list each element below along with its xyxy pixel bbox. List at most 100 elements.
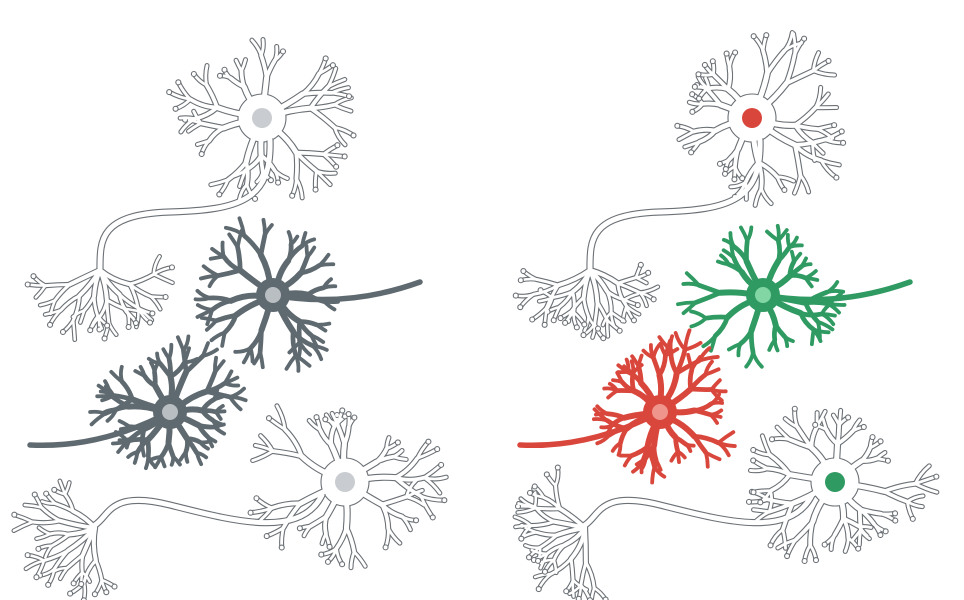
dendrite bbox=[793, 173, 802, 195]
terminal-bouton bbox=[125, 323, 132, 331]
dendrite bbox=[200, 347, 219, 358]
terminal-bouton bbox=[46, 321, 54, 328]
dendrite bbox=[183, 353, 206, 375]
terminal-bouton bbox=[45, 581, 52, 588]
terminal-bouton bbox=[70, 580, 77, 587]
dendrite bbox=[616, 281, 642, 295]
dendrite bbox=[53, 566, 69, 573]
long-process bbox=[760, 279, 913, 303]
dendrite bbox=[204, 389, 233, 400]
terminal-bouton bbox=[313, 414, 320, 421]
terminal-bouton bbox=[278, 544, 285, 551]
terminal-bouton bbox=[616, 327, 623, 334]
dendrite bbox=[793, 105, 818, 128]
dendrite bbox=[691, 127, 718, 134]
dendrite bbox=[689, 309, 708, 321]
dendrite bbox=[300, 237, 317, 248]
dendrite bbox=[374, 454, 395, 464]
dendrite bbox=[63, 481, 71, 496]
dendrite bbox=[605, 411, 627, 421]
dendrite bbox=[204, 83, 220, 110]
terminal-bouton bbox=[831, 122, 838, 129]
dendrite bbox=[128, 272, 156, 286]
dendrite bbox=[380, 502, 391, 531]
long-process bbox=[270, 279, 423, 303]
terminal-bouton bbox=[296, 525, 303, 532]
dendrite bbox=[513, 515, 533, 527]
terminal-bouton bbox=[757, 499, 764, 506]
dendrite bbox=[59, 294, 81, 312]
terminal-bouton bbox=[689, 108, 696, 115]
terminal-bouton bbox=[24, 281, 31, 288]
dendrite bbox=[97, 298, 109, 319]
nucleus bbox=[265, 287, 281, 303]
dendrite bbox=[809, 424, 819, 450]
terminal-bouton bbox=[51, 486, 58, 493]
terminal-bouton bbox=[518, 535, 525, 542]
dendrite bbox=[719, 253, 731, 267]
terminal-bouton bbox=[688, 149, 695, 156]
dendrite bbox=[393, 475, 423, 499]
dendrite bbox=[270, 449, 304, 459]
dendrite bbox=[317, 262, 336, 268]
dendrite bbox=[726, 65, 733, 92]
terminal-bouton bbox=[253, 495, 260, 502]
dendrite bbox=[37, 526, 52, 536]
dendrite bbox=[300, 90, 334, 96]
dendrite bbox=[320, 532, 328, 545]
dendrite bbox=[524, 544, 542, 549]
dendrite bbox=[571, 290, 576, 314]
dendrite bbox=[832, 516, 846, 537]
dendrite bbox=[94, 558, 104, 582]
glial-cells-layer bbox=[27, 216, 913, 485]
terminal-bouton bbox=[767, 542, 774, 549]
dendrite bbox=[80, 553, 85, 575]
nucleus bbox=[162, 404, 178, 420]
dendrite bbox=[684, 271, 701, 288]
dendrite bbox=[183, 436, 190, 455]
terminal-bouton bbox=[882, 528, 889, 535]
dendrite bbox=[716, 430, 736, 445]
terminal-bouton bbox=[87, 327, 94, 334]
terminal-bouton bbox=[750, 489, 757, 496]
dendrite bbox=[149, 455, 163, 462]
dendrite bbox=[651, 343, 662, 360]
dendrite bbox=[882, 481, 918, 494]
terminal-bouton bbox=[438, 461, 445, 468]
terminal-bouton bbox=[190, 70, 197, 78]
terminal-bouton bbox=[750, 446, 757, 454]
dendrite bbox=[89, 411, 108, 427]
dendrite bbox=[82, 294, 96, 312]
terminal-bouton bbox=[267, 177, 274, 184]
terminal-bouton bbox=[891, 510, 899, 517]
dendrite bbox=[237, 216, 247, 238]
dendrite bbox=[259, 434, 275, 453]
dendrite bbox=[284, 353, 298, 371]
dendrite bbox=[554, 484, 562, 511]
dendrite bbox=[166, 356, 173, 380]
axon bbox=[587, 137, 763, 271]
dendrite bbox=[811, 69, 836, 77]
terminal-bouton bbox=[162, 293, 169, 301]
dendrite bbox=[63, 492, 75, 513]
dendrite bbox=[308, 106, 337, 130]
dendrite bbox=[688, 386, 714, 392]
dendrite bbox=[149, 295, 162, 311]
terminal-bouton bbox=[763, 32, 770, 39]
dendrite bbox=[158, 440, 171, 460]
dendrite bbox=[251, 449, 275, 462]
terminal-bouton bbox=[247, 509, 254, 516]
dendrite bbox=[535, 530, 559, 537]
terminal-bouton bbox=[768, 436, 776, 443]
dendrite bbox=[709, 400, 725, 406]
terminal-bouton bbox=[101, 335, 108, 342]
dendrite bbox=[322, 299, 337, 312]
dendrite bbox=[333, 126, 347, 147]
dendrite bbox=[352, 550, 367, 568]
dendrite bbox=[605, 318, 610, 338]
dendrite bbox=[650, 464, 657, 485]
dendrite bbox=[128, 282, 140, 310]
dendrite bbox=[610, 441, 623, 453]
dendrite bbox=[48, 531, 71, 537]
dendrite bbox=[799, 262, 813, 269]
